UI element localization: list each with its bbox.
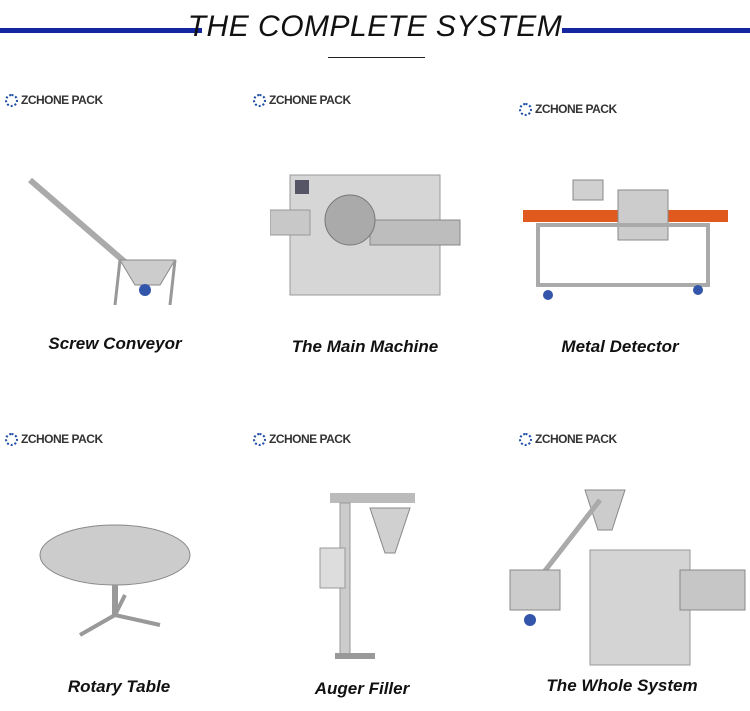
page-title: THE COMPLETE SYSTEM	[187, 10, 563, 43]
caption-main-machine: The Main Machine	[291, 337, 439, 356]
brand-logo: ZCHONE PACK	[253, 432, 351, 446]
screw-conveyor-image	[28, 177, 177, 306]
caption-rotary-table: Rotary Table	[67, 677, 171, 696]
auger-filler-image	[319, 493, 415, 659]
brand-text: ZCHONE PACK	[269, 93, 351, 107]
gear-logo-icon	[253, 93, 266, 107]
caption-auger-filler: Auger Filler	[314, 679, 410, 698]
brand-logo: ZCHONE PACK	[519, 432, 617, 446]
gear-logo-icon	[519, 102, 532, 116]
header-bar-right	[562, 28, 750, 33]
caption-metal-detector: Metal Detector	[561, 337, 679, 356]
brand-text: ZCHONE PACK	[21, 432, 103, 446]
gear-logo-icon	[5, 93, 18, 107]
brand-text: ZCHONE PACK	[21, 93, 103, 107]
main-machine-image	[270, 174, 461, 296]
title-underline	[328, 57, 425, 58]
brand-text: ZCHONE PACK	[535, 102, 617, 116]
metal-detector-image	[523, 179, 728, 300]
brand-logo: ZCHONE PACK	[519, 102, 617, 116]
caption-whole-system: The Whole System	[546, 676, 698, 695]
whole-system-image	[509, 489, 746, 666]
brand-text: ZCHONE PACK	[535, 432, 617, 446]
rotary-table-image	[39, 524, 191, 637]
brand-logo: ZCHONE PACK	[5, 93, 103, 107]
gear-logo-icon	[519, 432, 532, 446]
gear-logo-icon	[5, 432, 18, 446]
brand-text: ZCHONE PACK	[269, 432, 351, 446]
gear-logo-icon	[253, 432, 266, 446]
caption-screw-conveyor: Screw Conveyor	[48, 334, 182, 353]
brand-logo: ZCHONE PACK	[5, 432, 103, 446]
brand-logo: ZCHONE PACK	[253, 93, 351, 107]
header-bar-left	[0, 28, 202, 33]
